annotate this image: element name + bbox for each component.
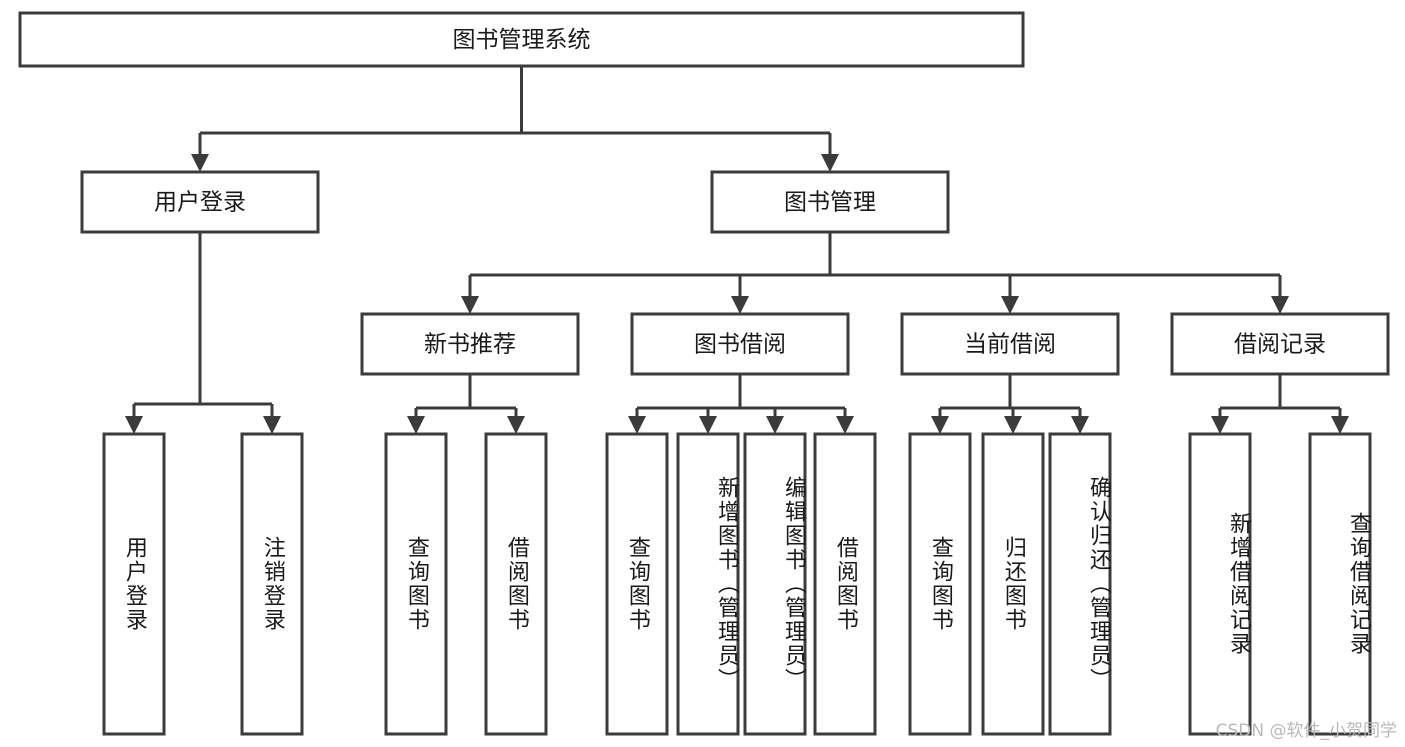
node-box-leaf-query-record[interactable] xyxy=(1308,432,1372,736)
arrowhead-root-1 xyxy=(821,154,839,172)
arrowhead-borrow-record-1 xyxy=(1331,416,1349,434)
arrowhead-current-borrow-1 xyxy=(1004,416,1022,434)
connector-layer xyxy=(125,66,1349,434)
node-label-user-login: 用户登录 xyxy=(154,190,246,216)
node-box-current-borrow[interactable] xyxy=(900,312,1120,376)
node-box-leaf-confirm-return[interactable] xyxy=(1048,432,1112,736)
arrowhead-current-borrow-2 xyxy=(1071,416,1089,434)
arrowhead-book-manage-3 xyxy=(1271,296,1289,314)
node-box-book-manage[interactable] xyxy=(710,170,950,234)
box-layer xyxy=(18,11,1390,736)
node-box-leaf-add-book[interactable] xyxy=(676,432,740,736)
node-box-leaf-query-book-3[interactable] xyxy=(908,432,972,736)
arrowhead-book-manage-2 xyxy=(1001,296,1019,314)
arrowhead-book-manage-1 xyxy=(731,296,749,314)
arrowhead-book-borrow-2 xyxy=(766,416,784,434)
node-label-current-borrow: 当前借阅 xyxy=(964,332,1056,358)
node-box-leaf-add-record[interactable] xyxy=(1188,432,1252,736)
arrowhead-borrow-record-0 xyxy=(1211,416,1229,434)
arrowhead-user-login-0 xyxy=(125,416,143,434)
node-box-borrow-record[interactable] xyxy=(1170,312,1390,376)
arrowhead-root-0 xyxy=(191,154,209,172)
arrowhead-book-borrow-1 xyxy=(699,416,717,434)
csdn-watermark: CSDN @软件_小贺同学 xyxy=(1215,721,1397,741)
node-box-leaf-return-book[interactable] xyxy=(981,432,1045,736)
arrowhead-book-manage-0 xyxy=(461,296,479,314)
node-label-borrow-record: 借阅记录 xyxy=(1234,332,1326,358)
node-box-root[interactable] xyxy=(18,11,1025,68)
node-box-leaf-query-book-2[interactable] xyxy=(605,432,669,736)
node-label-new-book-rec: 新书推荐 xyxy=(424,332,516,358)
node-box-leaf-user-login[interactable] xyxy=(102,432,166,736)
node-box-leaf-user-logout[interactable] xyxy=(240,432,304,736)
node-box-leaf-query-book-1[interactable] xyxy=(384,432,448,736)
arrowhead-book-borrow-3 xyxy=(836,416,854,434)
arrowhead-book-borrow-0 xyxy=(628,416,646,434)
node-box-leaf-borrow-book-1[interactable] xyxy=(484,432,548,736)
node-box-new-book-rec[interactable] xyxy=(360,312,580,376)
node-box-leaf-edit-book[interactable] xyxy=(743,432,807,736)
arrowhead-user-login-1 xyxy=(263,416,281,434)
arrowhead-new-book-rec-1 xyxy=(507,416,525,434)
node-label-root: 图书管理系统 xyxy=(453,27,591,53)
arrowhead-current-borrow-0 xyxy=(931,416,949,434)
node-box-book-borrow[interactable] xyxy=(630,312,850,376)
node-box-leaf-borrow-book-2[interactable] xyxy=(813,432,877,736)
node-label-book-borrow: 图书借阅 xyxy=(694,332,786,358)
arrowhead-new-book-rec-0 xyxy=(407,416,425,434)
node-box-user-login[interactable] xyxy=(80,170,320,234)
node-label-book-manage: 图书管理 xyxy=(784,190,876,216)
